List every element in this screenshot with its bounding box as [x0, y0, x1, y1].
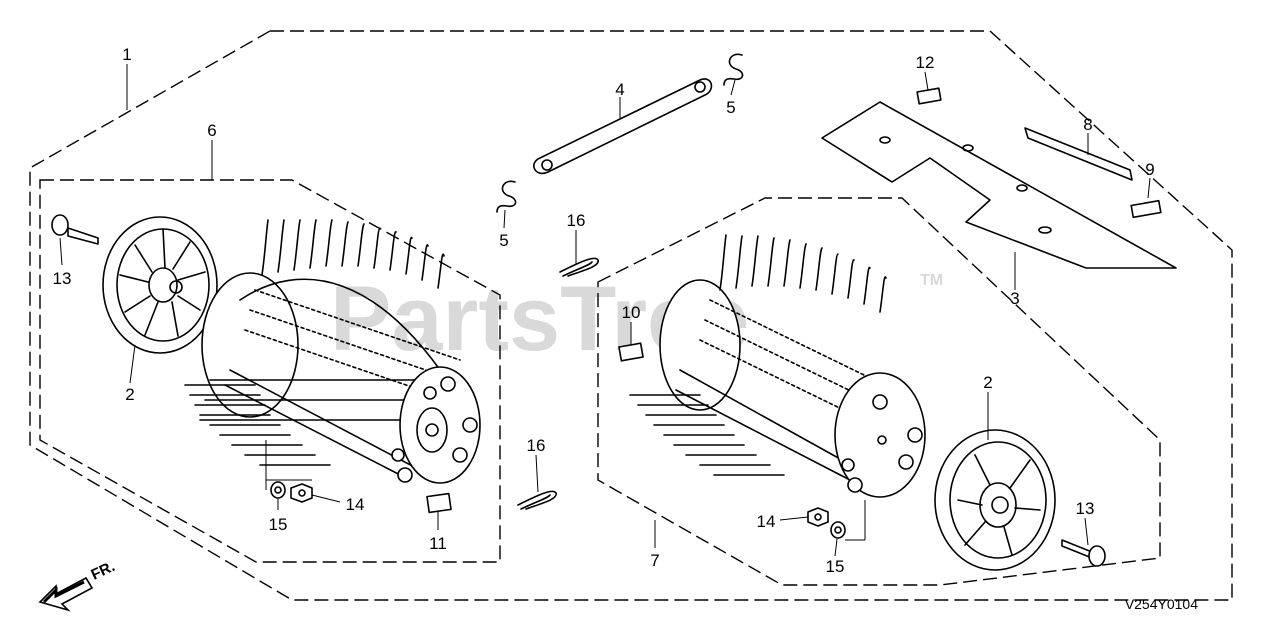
callout-16-lower: 16	[527, 436, 546, 455]
clip-upper	[559, 257, 599, 277]
callout-15-right: 15	[826, 557, 845, 576]
callout-11: 11	[429, 534, 447, 553]
callout-4: 4	[615, 80, 624, 99]
assembly-frame	[29, 30, 1233, 601]
front-direction-label: FR.	[89, 558, 118, 584]
left-axle-bolt	[51, 214, 99, 245]
right-label-plate	[618, 342, 644, 362]
hook-top	[723, 53, 744, 86]
left-wheel	[102, 216, 218, 354]
cover-plate	[821, 101, 1177, 269]
callout-5-left: 5	[499, 231, 508, 250]
callout-15-left: 15	[269, 515, 288, 534]
right-washer	[830, 521, 846, 539]
left-nut	[290, 483, 313, 503]
callout-2-right: 2	[983, 373, 992, 392]
left-hub-plate	[391, 366, 481, 484]
right-hub-plate	[834, 372, 926, 498]
label-12	[916, 87, 942, 105]
callout-10: 10	[622, 303, 641, 322]
right-axle-bolt	[1061, 539, 1106, 567]
hook-left	[496, 180, 517, 213]
front-direction-arrow	[38, 576, 94, 612]
left-label-plate	[426, 492, 452, 514]
watermark-tm: TM	[920, 272, 943, 289]
callout-9: 9	[1145, 160, 1154, 179]
callout-12: 12	[916, 53, 935, 72]
right-nut	[807, 507, 829, 527]
callout-8: 8	[1083, 115, 1092, 134]
callout-13-left: 13	[53, 269, 72, 288]
callout-14-right: 14	[757, 512, 776, 531]
right-tine-drum	[629, 234, 906, 481]
callout-3: 3	[1010, 289, 1019, 308]
strip-label	[1024, 127, 1133, 181]
callout-13-right: 13	[1076, 499, 1095, 518]
callout-6: 6	[207, 121, 216, 140]
callout-5-top: 5	[726, 98, 735, 117]
subassembly-frame-left	[39, 179, 501, 563]
subassembly-frame-right	[597, 197, 1161, 586]
callout-14-left: 14	[346, 495, 365, 514]
clip-lower	[517, 490, 557, 510]
diagram-code: V254Y0104	[1125, 596, 1198, 612]
callout-7: 7	[650, 551, 659, 570]
right-wheel	[934, 429, 1056, 571]
link-bar	[533, 78, 713, 175]
left-tine-drum	[184, 219, 461, 481]
left-washer	[270, 481, 286, 499]
label-9	[1130, 199, 1162, 219]
callout-16-upper: 16	[567, 211, 586, 230]
leader-lines	[59, 64, 1151, 557]
callout-1: 1	[122, 45, 131, 64]
callout-2-left: 2	[125, 385, 134, 404]
